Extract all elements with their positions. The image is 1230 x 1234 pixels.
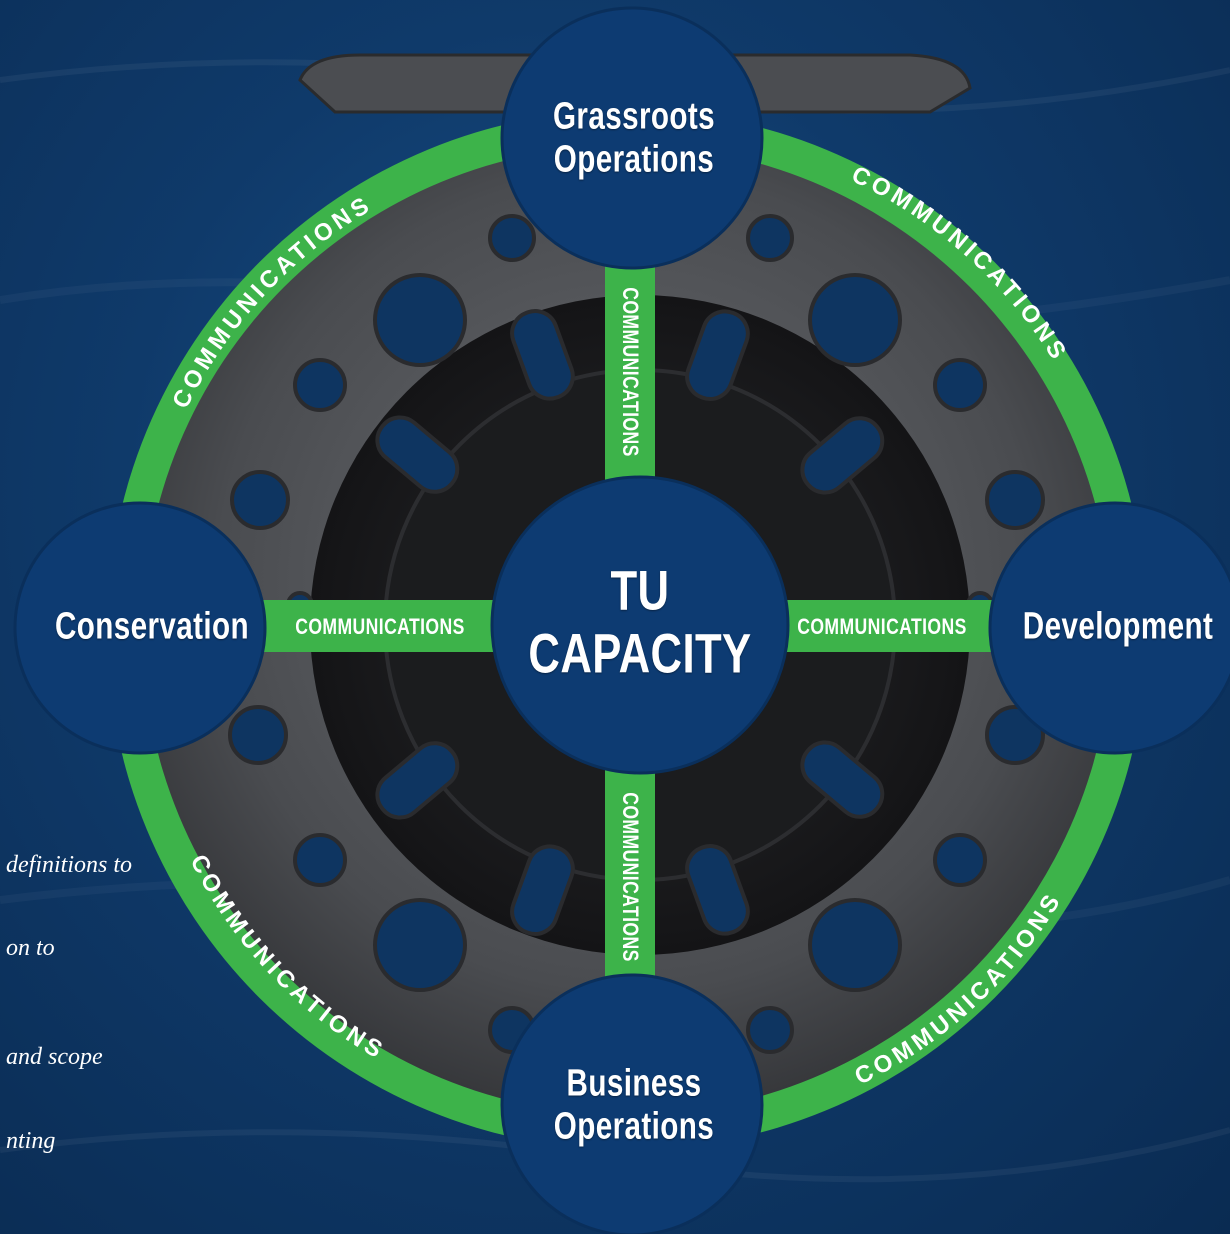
spoke-left-label: COMMUNICATIONS	[295, 614, 465, 639]
center-line2: CAPACITY	[528, 621, 752, 684]
spoke-top-label: COMMUNICATIONS	[618, 287, 643, 457]
node-development-circle	[988, 501, 1230, 755]
node-grassroots-label: Grassroots Operations	[553, 95, 715, 180]
side-text-line-3: and scope	[6, 1044, 103, 1070]
node-conservation-line1: Conservation	[54, 605, 250, 648]
node-conservation-circle	[13, 501, 267, 755]
node-business-line2: Operations	[553, 1105, 715, 1147]
spoke-right-label: COMMUNICATIONS	[797, 614, 967, 639]
side-text-line-1: definitions to	[6, 852, 132, 878]
side-text-line-2: on to	[6, 935, 55, 961]
node-business-line1: Business	[566, 1062, 702, 1105]
center-capacity-label: TU CAPACITY	[528, 559, 751, 684]
center-line1: TU	[610, 558, 670, 622]
reel-holes	[228, 214, 1045, 1054]
node-grassroots-line1: Grassroots	[552, 95, 716, 138]
node-development-line1: Development	[1022, 605, 1214, 648]
spoke-bottom-label: COMMUNICATIONS	[618, 792, 643, 962]
node-business-circle	[500, 973, 764, 1234]
center-capacity-circle	[490, 475, 790, 775]
spoke-top-bar	[605, 265, 655, 480]
spoke-bottom-bar	[605, 770, 655, 985]
node-grassroots-line2: Operations	[553, 138, 715, 180]
node-business-label: Business Operations	[554, 1062, 714, 1147]
node-conservation-label: Conservation	[55, 606, 249, 649]
spoke-left-bar	[255, 600, 495, 652]
node-grassroots-circle	[500, 6, 764, 270]
spoke-right-bar	[770, 600, 995, 652]
side-text-line-4: nting	[6, 1128, 56, 1154]
node-development-label: Development	[1023, 606, 1213, 649]
